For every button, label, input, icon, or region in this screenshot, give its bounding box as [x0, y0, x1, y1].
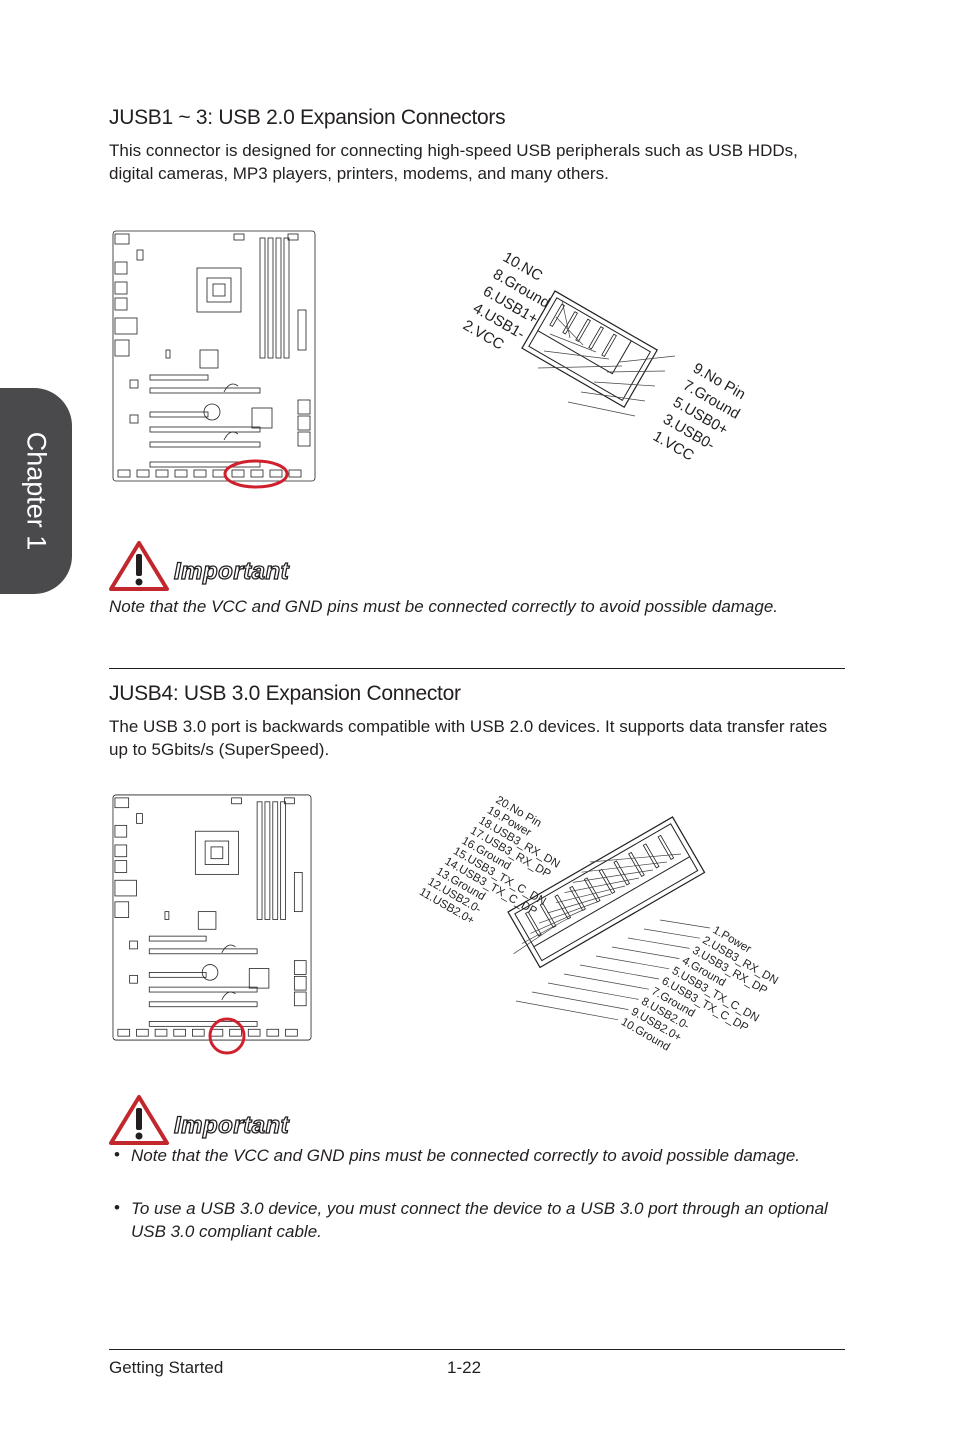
motherboard-diagram-2: [112, 794, 312, 1041]
important-title-1: Important: [173, 557, 290, 585]
section1-body: This connector is designed for connectin…: [109, 141, 798, 183]
footer-page-number: 1-22: [447, 1358, 482, 1377]
section-divider: [109, 668, 845, 669]
motherboard-diagram-1: [112, 230, 316, 482]
chapter-tab-label: Chapter 1: [21, 431, 52, 551]
warning-triangle-icon: [109, 541, 169, 591]
chapter-tab: Chapter 1: [0, 388, 72, 594]
important-bullet-2: To use a USB 3.0 device, you must connec…: [131, 1199, 828, 1241]
usb3-pinout-diagram: 20.No Pin19.Power18.USB3_RX_DN17.USB3_RX…: [417, 794, 780, 1053]
bullet-marker: •: [114, 1145, 120, 1164]
bullet-marker: •: [114, 1198, 120, 1217]
footer-section-label: Getting Started: [109, 1358, 224, 1377]
important-bullet-1: Note that the VCC and GND pins must be c…: [131, 1146, 801, 1165]
highlight-circle-2: [208, 1017, 246, 1055]
footer-rule: [109, 1349, 845, 1350]
section2-title: JUSB4: USB 3.0 Expansion Connector: [109, 682, 461, 705]
section1-title: JUSB1 ~ 3: USB 2.0 Expansion Connectors: [109, 106, 506, 129]
section2-body: The USB 3.0 port is backwards compatible…: [109, 717, 828, 759]
highlight-circle-1: [223, 459, 289, 489]
important-title-2: Important: [173, 1111, 290, 1139]
warning-triangle-icon: [109, 1095, 169, 1145]
important-note-1: Note that the VCC and GND pins must be c…: [109, 597, 779, 616]
